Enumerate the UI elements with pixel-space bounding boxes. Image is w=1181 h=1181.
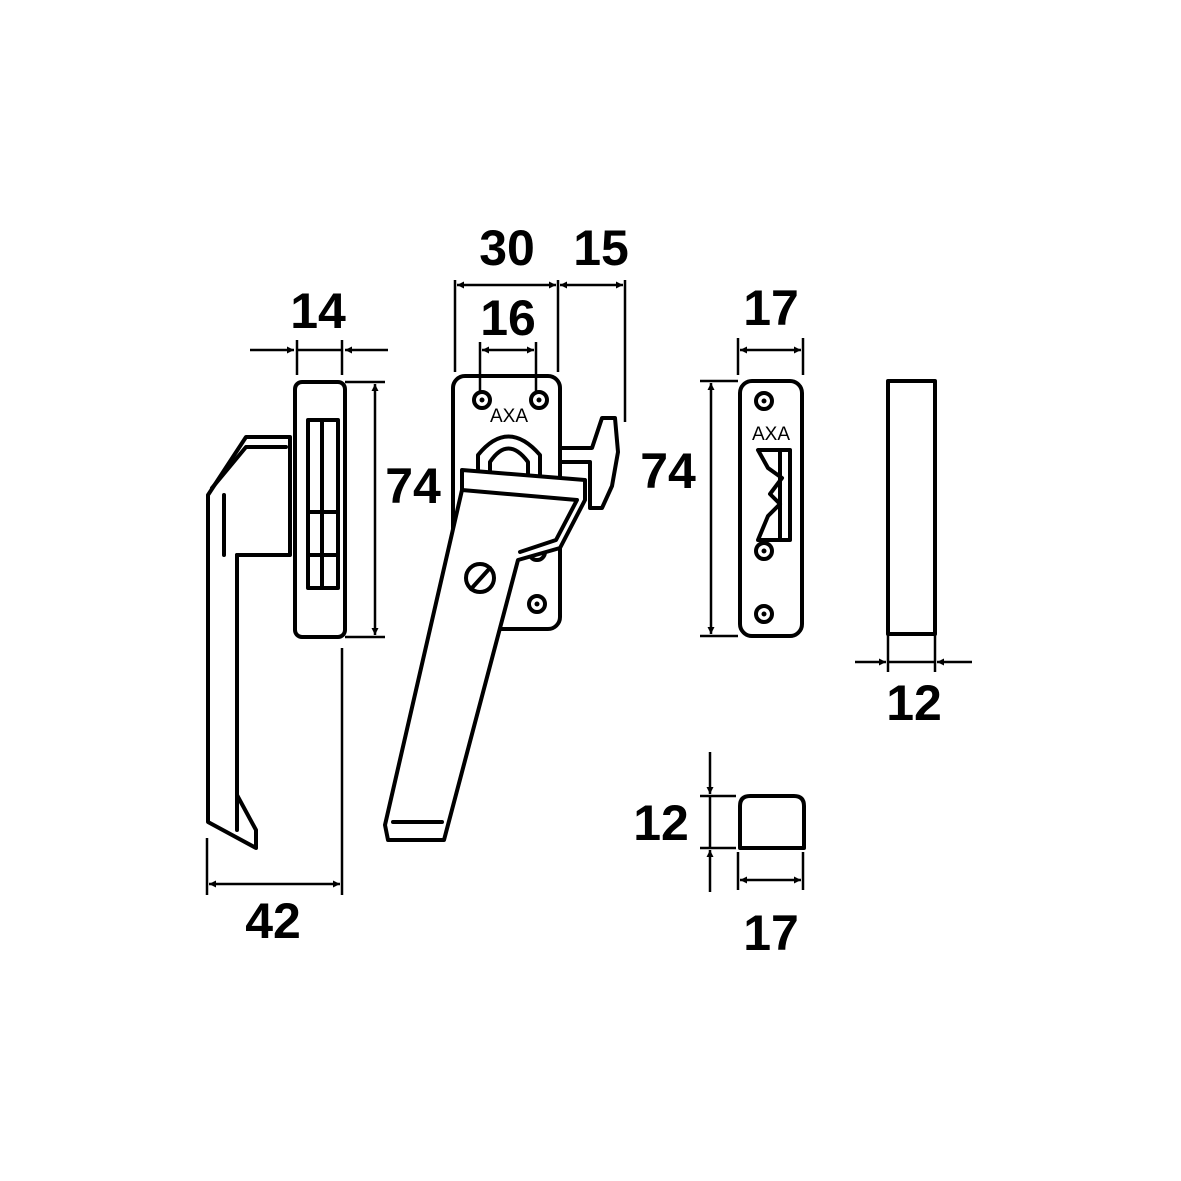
spacer-block	[738, 794, 806, 850]
keeper-plate	[738, 379, 804, 638]
dim-block-width	[736, 852, 805, 890]
dim-block-height	[700, 752, 736, 892]
label-hole-spacing: 16	[480, 290, 536, 346]
front-view-lever	[383, 468, 587, 842]
label-block-height: 12	[633, 795, 689, 851]
label-side-height: 74	[385, 458, 441, 514]
spacer-bar	[886, 379, 937, 636]
label-block-width: 17	[743, 905, 799, 961]
label-keeper-width: 17	[743, 280, 799, 336]
label-plate-width: 30	[479, 220, 535, 276]
front-view-hook	[558, 416, 620, 510]
dim-plate-width	[453, 280, 560, 372]
side-view-handle	[206, 380, 347, 850]
dim-hook-offset	[560, 280, 627, 422]
dim-side-width	[250, 340, 388, 375]
dim-keeper-width	[736, 338, 805, 375]
dim-hole-spacing	[478, 342, 538, 392]
brand-label-handle: AXA	[490, 406, 528, 427]
dim-bar-width	[855, 634, 972, 672]
label-hook-offset: 15	[573, 220, 629, 276]
dim-side-height	[345, 380, 385, 639]
label-handle-reach: 42	[245, 893, 301, 949]
dim-keeper-height	[700, 379, 738, 638]
label-side-width: 14	[290, 283, 346, 339]
brand-label-keeper: AXA	[752, 424, 790, 445]
label-plate-height: 74	[640, 443, 696, 499]
label-bar-width: 12	[886, 675, 942, 731]
dim-handle-reach	[205, 648, 344, 895]
